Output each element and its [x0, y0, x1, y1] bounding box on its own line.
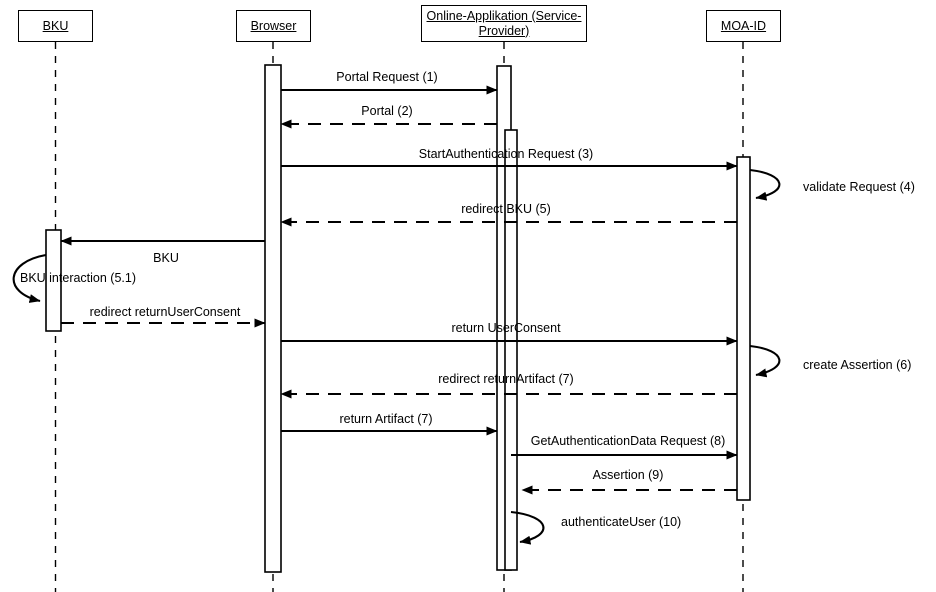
message-label-bku: BKU [153, 251, 179, 265]
participant-browser-label: Browser [250, 18, 297, 33]
activation-moaid [736, 156, 751, 501]
message-label-redirect-bku: redirect BKU (5) [461, 202, 551, 216]
activation-oa-inner [504, 129, 518, 571]
participant-online-applikation[interactable]: Online-Applikation (Service-Provider) [421, 5, 587, 42]
message-label-redirect-returnartifact: redirect returnArtifact (7) [438, 372, 574, 386]
arrow-authenticateuser-self [510, 510, 545, 545]
participant-moa-id[interactable]: MOA-ID [706, 10, 781, 42]
participant-moa-id-label: MOA-ID [720, 18, 767, 33]
arrow-validate-request-self [749, 168, 781, 201]
message-label-assertion: Assertion (9) [592, 468, 664, 482]
message-arrows [12, 85, 781, 545]
activation-browser [264, 64, 282, 573]
message-label-create-assertion: create Assertion (6) [803, 358, 912, 372]
message-label-authenticateuser: authenticateUser (10) [561, 515, 682, 529]
activation-bars [45, 64, 751, 573]
message-label-portal: Portal (2) [361, 104, 413, 118]
participant-browser[interactable]: Browser [236, 10, 311, 42]
message-label-portal-request: Portal Request (1) [336, 70, 438, 84]
participant-online-applikation-label: Online-Applikation (Service-Provider) [426, 8, 582, 38]
message-label-return-userconsent: return UserConsent [451, 321, 561, 335]
activation-bku [45, 229, 62, 332]
participant-bku-label: BKU [42, 18, 69, 33]
message-label-validate-request: validate Request (4) [803, 180, 915, 194]
message-label-startauthentication-request: StartAuthentication Request (3) [418, 147, 594, 161]
arrow-create-assertion-self [749, 344, 781, 378]
message-label-getauthenticationdata-request: GetAuthenticationData Request (8) [530, 434, 726, 448]
message-label-redirect-returnuserconsent: redirect returnUserConsent [89, 305, 241, 319]
arrow-bku-interaction-self [12, 253, 47, 303]
message-label-bku-interaction: BKU interaction (5.1) [19, 271, 137, 285]
participant-bku[interactable]: BKU [18, 10, 93, 42]
message-label-return-artifact: return Artifact (7) [339, 412, 433, 426]
